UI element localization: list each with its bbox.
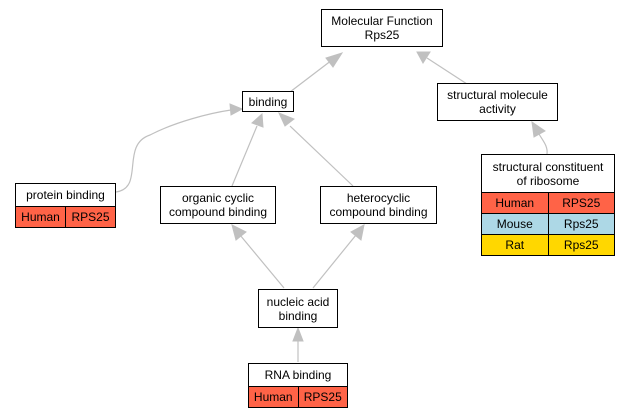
node-nucleic-acid-binding[interactable]: nucleic acid binding (258, 289, 338, 328)
edge-binding-to-molecular-function (289, 59, 333, 93)
node-label-line1: protein binding (26, 188, 105, 202)
node-label-line1: heterocyclic (346, 191, 411, 205)
node-structural-molecule-activity[interactable]: structural molecule activity (437, 83, 558, 121)
species-label: Mouse (496, 217, 533, 231)
node-label-line1: Molecular Function (331, 14, 433, 28)
arrowhead-binding-from-heterocyclic (278, 112, 295, 127)
node-label-line2: activity (479, 102, 516, 116)
gene-symbol: Rps25 (547, 235, 615, 255)
arrowhead-nucleic-acid-binding (292, 326, 304, 342)
arrowhead-structural-molecule-activity (531, 120, 546, 138)
gene-symbol: Rps25 (547, 214, 615, 234)
species-label: Human (21, 210, 60, 224)
edge-nucleic-acid-to-organic-cyclic (239, 234, 285, 289)
edge-protein-binding-to-binding (115, 109, 232, 193)
arrowhead-organic-cyclic (231, 224, 247, 241)
node-label-line1: RNA binding (264, 368, 332, 382)
node-heterocyclic-compound-binding[interactable]: heterocyclic compound binding (320, 186, 437, 224)
node-label-line2: of ribosome (516, 173, 580, 188)
edge-structural-constituent-to-structural-molecule-activity (538, 133, 548, 155)
arrowhead-molecular-function-right (416, 51, 431, 64)
node-label-line2: Rps25 (364, 28, 400, 42)
species-row-human: Human RPS25 (16, 206, 115, 227)
node-label-line1: structural constituent (492, 159, 604, 174)
species-label: Rat (505, 238, 525, 252)
node-label-line1: organic cyclic (181, 191, 255, 205)
node-structural-constituent-of-ribosome[interactable]: structural constituent of ribosome Human… (481, 154, 615, 256)
node-protein-binding[interactable]: protein binding Human RPS25 (15, 183, 116, 228)
gene-symbol: RPS25 (65, 207, 115, 227)
node-rna-binding[interactable]: RNA binding Human RPS25 (248, 363, 348, 408)
node-label-line2: binding (278, 308, 318, 323)
species-row-human: Human RPS25 (249, 386, 347, 407)
gene-symbol: RPS25 (297, 387, 348, 407)
species-row-mouse: Mouse Rps25 (482, 213, 614, 234)
species-label: Human (495, 196, 535, 210)
species-row-human: Human RPS25 (482, 192, 614, 213)
arrowhead-binding-from-protein-binding (229, 103, 244, 116)
species-label: Human (253, 390, 293, 404)
node-organic-cyclic-compound-binding[interactable]: organic cyclic compound binding (160, 186, 276, 224)
arrowhead-binding-from-organic-cyclic (251, 112, 264, 128)
edge-organic-cyclic-to-binding (231, 125, 258, 187)
node-label-line1: structural molecule (447, 88, 548, 102)
species-row-rat: Rat Rps25 (482, 234, 614, 255)
node-label-line2: compound binding (329, 205, 428, 219)
node-binding[interactable]: binding (242, 91, 294, 112)
edge-heterocyclic-to-binding (289, 125, 354, 187)
gene-symbol: RPS25 (547, 193, 615, 213)
edge-nucleic-acid-to-heterocyclic (312, 234, 357, 289)
edge-structural-molecule-activity-to-molecular-function (426, 57, 468, 85)
arrowhead-heterocyclic (350, 224, 365, 241)
node-molecular-function[interactable]: Molecular Function Rps25 (321, 9, 443, 47)
node-label-line1: binding (248, 94, 288, 109)
node-label-line2: compound binding (168, 205, 268, 219)
arrowhead-molecular-function-left (325, 52, 344, 68)
node-label-line1: nucleic acid (266, 294, 330, 309)
